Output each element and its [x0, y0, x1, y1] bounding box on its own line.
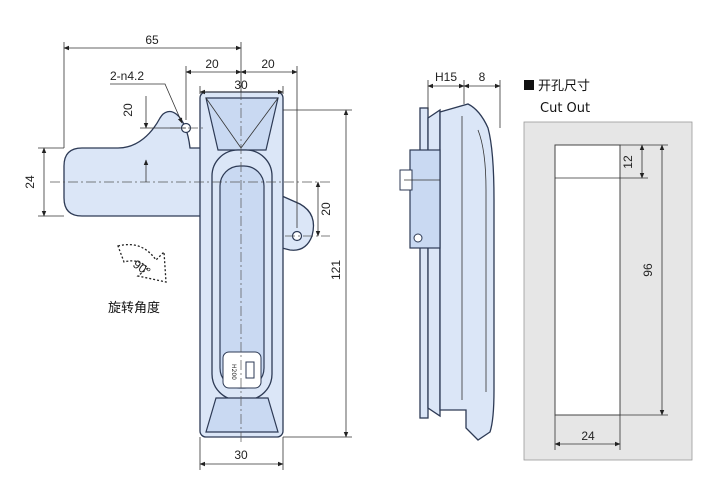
cutout-dim-96: 96	[641, 263, 655, 277]
cam-lever	[409, 149, 441, 249]
cutout-dim-24: 24	[581, 429, 595, 443]
dim-30-top: 30	[234, 78, 248, 92]
dim-24-arm: 24	[23, 175, 37, 189]
top-recess	[205, 97, 279, 151]
cam-hole	[413, 233, 423, 243]
latch-arm	[63, 110, 206, 217]
hole-label: 2-n4.2	[110, 69, 144, 83]
dim-20-right: 20	[261, 57, 275, 71]
dim-h15: H15	[435, 70, 457, 84]
side-view: H15 8	[399, 70, 501, 441]
front-view: H200 65 20 20 30 2-n4.2 20	[23, 33, 352, 470]
cutout-title-cn: 开孔尺寸	[538, 79, 590, 94]
dim-30-bottom: 30	[234, 448, 248, 462]
dim-65: 65	[145, 33, 159, 47]
dim-121: 121	[329, 260, 343, 280]
cutout-dim-12: 12	[621, 155, 635, 169]
cutout-opening	[554, 144, 621, 416]
side-body-profile	[439, 103, 495, 441]
rotation-arrow	[117, 243, 167, 283]
cutout-title-marker	[524, 80, 534, 90]
dim-8: 8	[479, 70, 486, 84]
dim-20-left: 20	[205, 57, 219, 71]
bottom-recess	[205, 397, 279, 433]
rotation-label: 旋转角度	[108, 300, 160, 316]
dim-20-vertical: 20	[121, 103, 135, 117]
cutout-title-en: Cut Out	[540, 101, 590, 116]
cutout-view: 开孔尺寸 Cut Out 12 96 24	[523, 79, 693, 461]
lower-lug	[281, 194, 315, 251]
lock-cylinder	[222, 351, 262, 389]
lock-badge: H200	[230, 364, 237, 380]
dim-20-lower: 20	[319, 202, 333, 216]
